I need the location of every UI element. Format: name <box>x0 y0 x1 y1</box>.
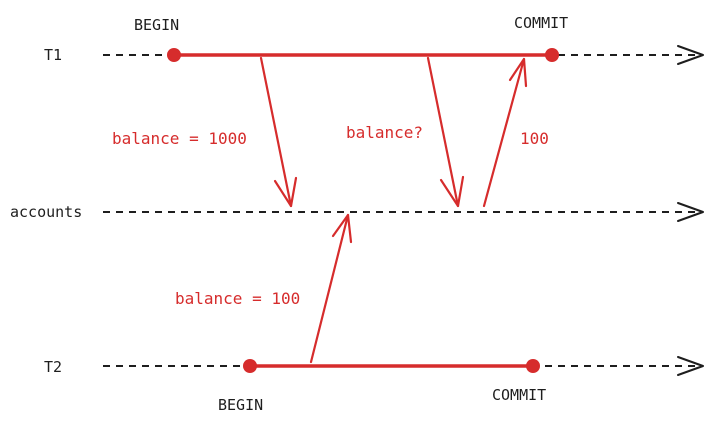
message-label-100: 100 <box>520 129 549 148</box>
lane-label-t2: T2 <box>44 358 62 376</box>
timeline-accounts <box>103 202 704 222</box>
arrow-t1-read-again <box>426 56 465 208</box>
message-label-balance-1000: balance = 1000 <box>112 129 247 148</box>
t2-commit-label: COMMIT <box>492 386 546 404</box>
t2-begin-dot <box>243 359 257 373</box>
t1-commit-dot <box>545 48 559 62</box>
message-label-balance-query: balance? <box>346 123 423 142</box>
timeline-t1 <box>103 45 704 65</box>
arrow-t1-read-initial <box>259 56 298 208</box>
arrow-t1-read-result <box>482 57 528 208</box>
timeline-t2 <box>103 356 704 376</box>
t2-commit-dot <box>526 359 540 373</box>
t1-begin-label: BEGIN <box>134 16 179 34</box>
lane-label-t1: T1 <box>44 46 62 64</box>
arrow-t2-write <box>309 213 353 364</box>
t1-commit-label: COMMIT <box>514 14 568 32</box>
message-label-balance-100: balance = 100 <box>175 289 300 308</box>
lane-label-accounts: accounts <box>10 203 82 221</box>
t2-begin-label: BEGIN <box>218 396 263 414</box>
t1-begin-dot <box>167 48 181 62</box>
